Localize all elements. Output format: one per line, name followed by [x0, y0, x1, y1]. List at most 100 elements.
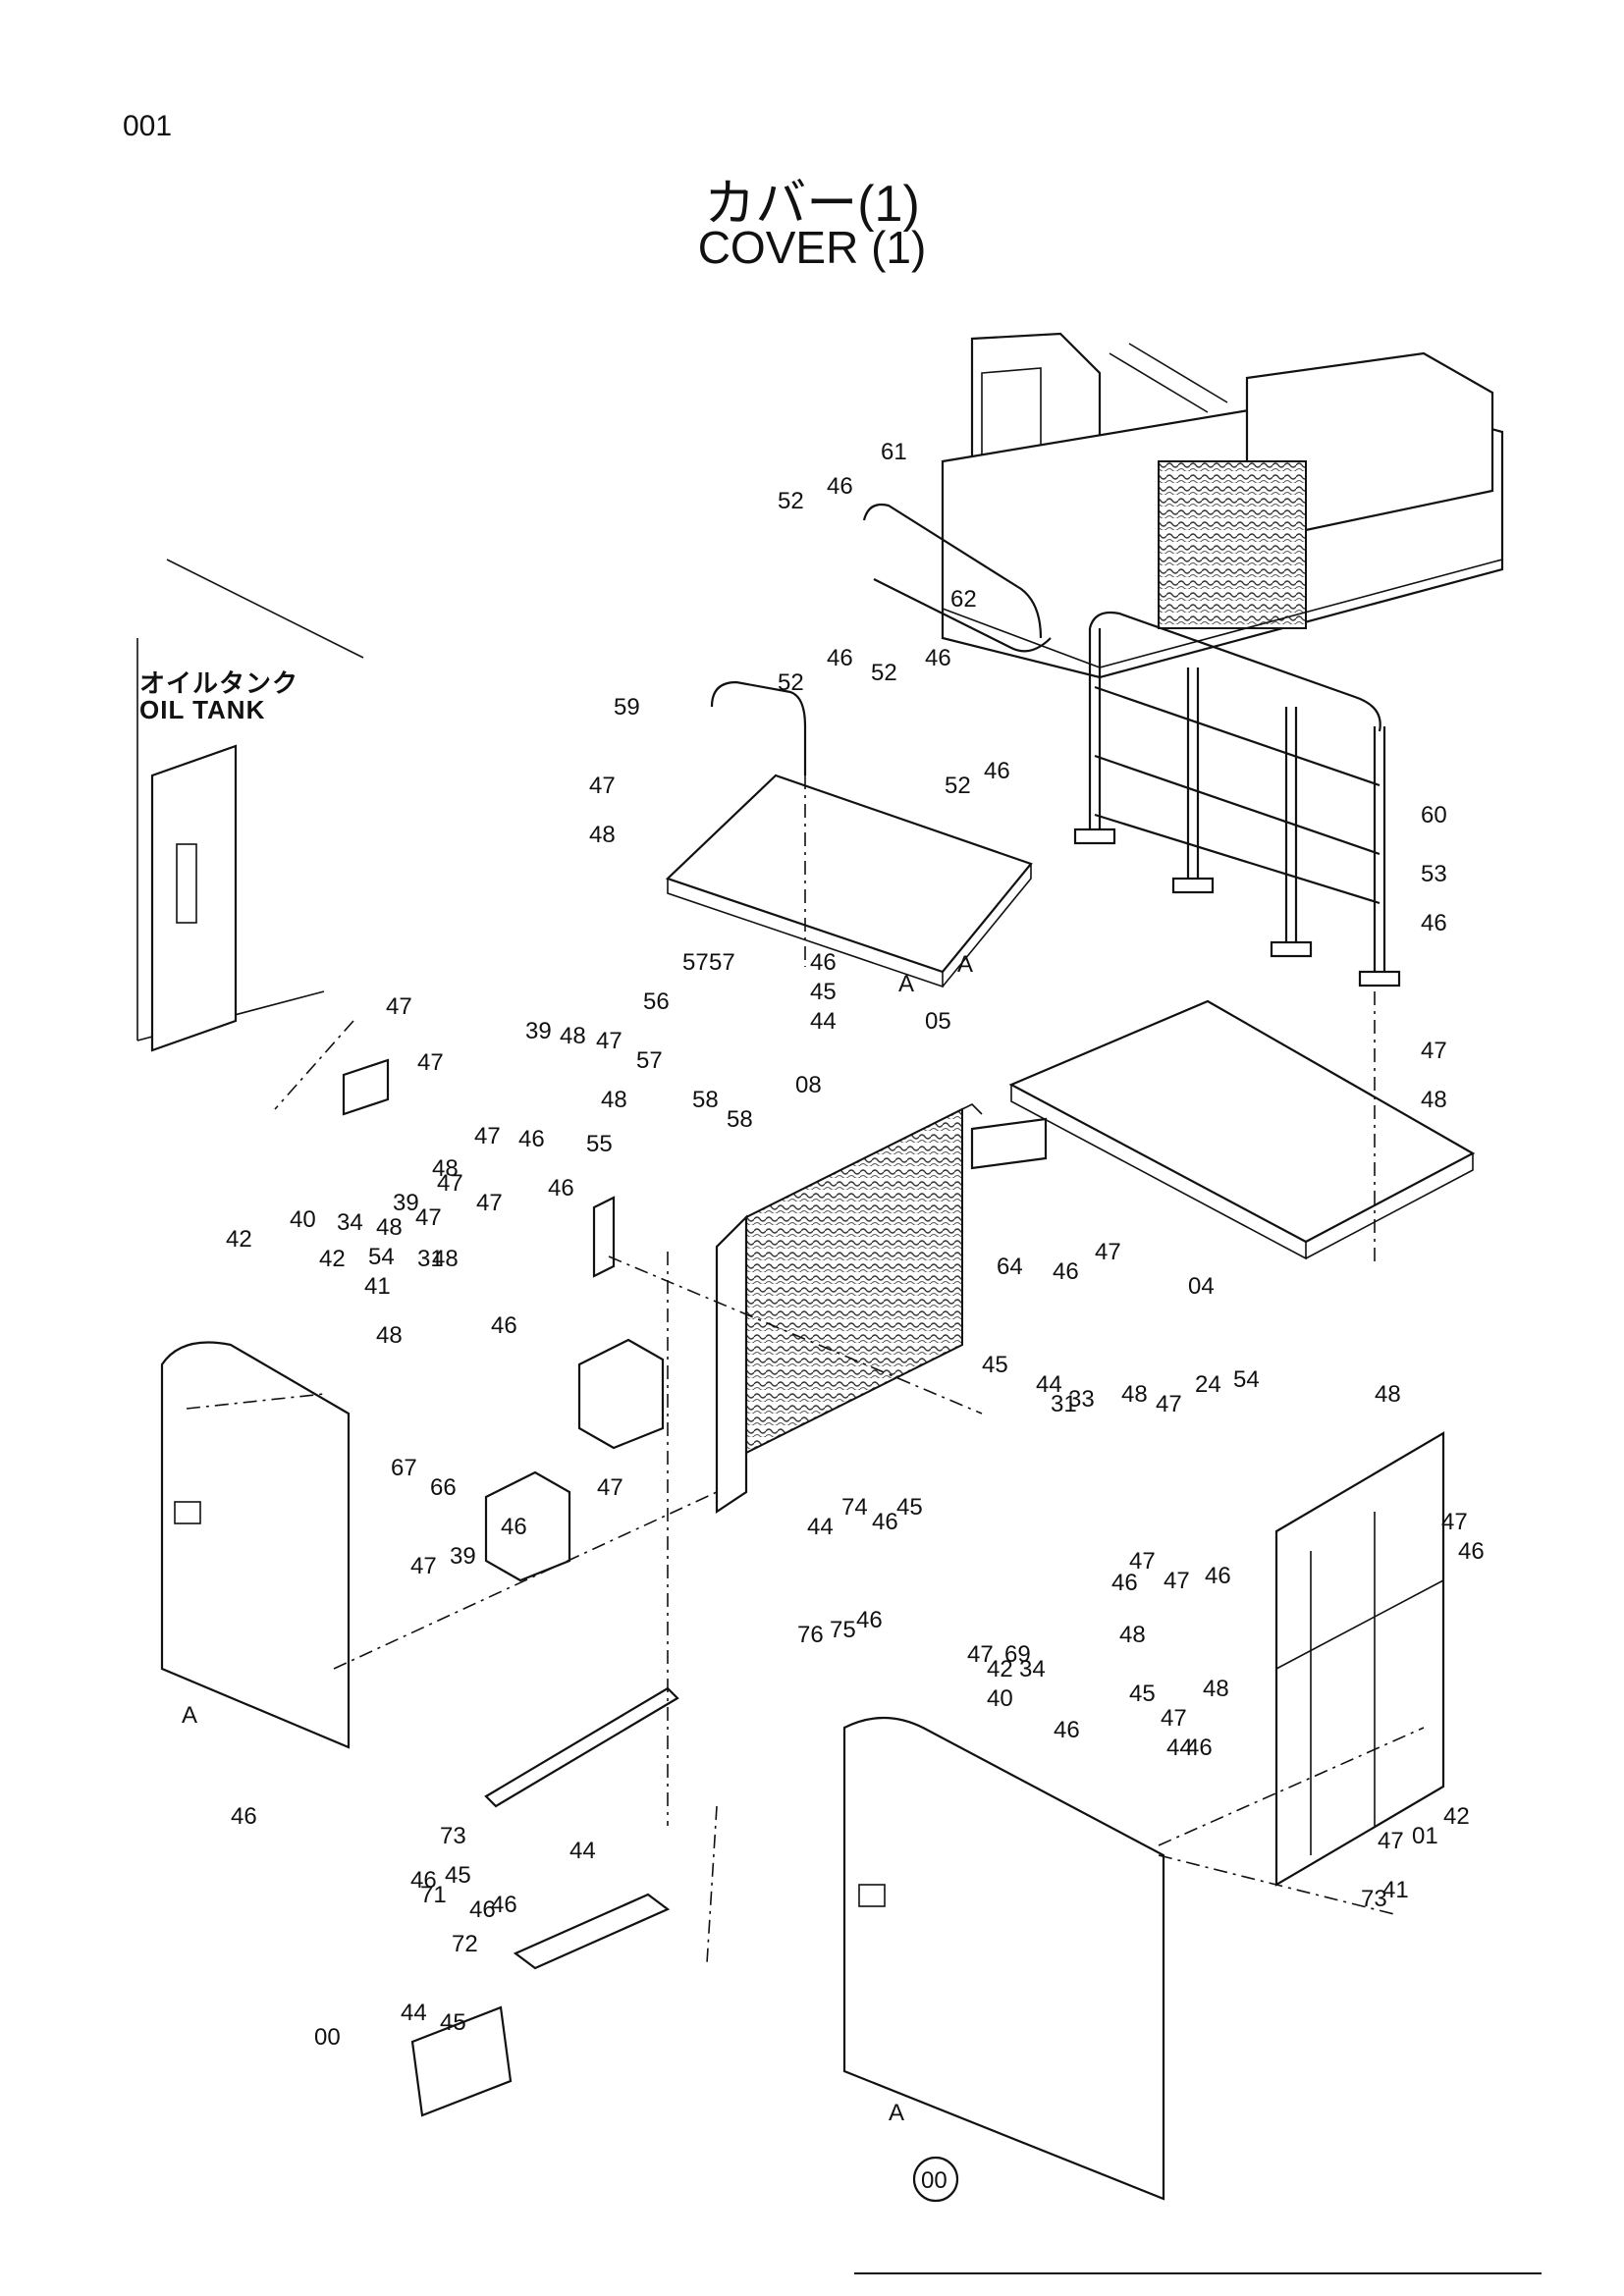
plate-05: [665, 774, 1033, 988]
excavator-illustration: [941, 332, 1504, 679]
part-callout: 44: [401, 2000, 427, 2026]
part-callout: 47: [1421, 1038, 1447, 1064]
part-callout: 52: [778, 669, 804, 696]
section-marker-a: A: [957, 951, 973, 978]
part-callout: 46: [1458, 1538, 1485, 1565]
part-callout: 58: [692, 1087, 719, 1113]
part-callout: 46: [827, 473, 853, 500]
part-callout: 31: [1051, 1391, 1077, 1417]
plate-04: [1008, 999, 1476, 1260]
part-callout: 46: [501, 1514, 527, 1540]
part-callout: 44: [1166, 1735, 1193, 1761]
page-title-japanese: カバー(1): [704, 176, 920, 233]
part-callout: 47: [437, 1170, 463, 1197]
part-callout: 48: [1119, 1622, 1146, 1648]
part-callout: 46: [856, 1607, 883, 1633]
part-callout: 58: [727, 1106, 753, 1133]
part-callout: 31: [417, 1246, 444, 1272]
section-marker-a: A: [898, 971, 914, 997]
part-callout: 72: [452, 1931, 478, 1957]
page-title-english: COVER (1): [697, 222, 927, 273]
part-callout: 39: [450, 1543, 476, 1570]
part-callout: 75: [830, 1617, 856, 1643]
part-callout: 71: [420, 1882, 447, 1908]
part-callout: 46: [1421, 910, 1447, 936]
part-callout: 48: [589, 822, 616, 848]
part-callout: 34: [1019, 1656, 1046, 1682]
part-callout: 57: [709, 949, 735, 976]
section-markers: A A A A 00: [182, 951, 973, 2203]
part-callout: 52: [945, 773, 971, 799]
part-callout: 47: [1095, 1239, 1121, 1265]
part-callout: 48: [1421, 1087, 1447, 1113]
part-callout: 48: [432, 1246, 459, 1272]
part-callout: 39: [393, 1190, 419, 1216]
part-callout: 42: [987, 1656, 1013, 1682]
part-callout: 48: [601, 1087, 627, 1113]
cover-01: [160, 1341, 351, 1749]
part-callout: 48: [376, 1214, 403, 1241]
part-callout: 74: [841, 1494, 868, 1521]
part-callout: 57: [636, 1047, 663, 1074]
part-callout: 33: [1068, 1386, 1095, 1413]
part-callout: 46: [231, 1803, 257, 1830]
part-callout: 47: [417, 1049, 444, 1076]
part-callout: 52: [778, 488, 804, 514]
stay-24: [1274, 1431, 1445, 1887]
part-callout: 47: [1156, 1391, 1182, 1417]
part-callout: 47: [967, 1641, 994, 1668]
part-callout: 45: [896, 1494, 923, 1521]
section-marker-a: A: [182, 1702, 197, 1729]
part-callout: 57: [682, 949, 709, 976]
part-callout: 44: [1036, 1371, 1062, 1398]
radiator-core-08: [715, 1103, 983, 1515]
part-callout: 73: [440, 1823, 466, 1849]
bottom-rule: [854, 2272, 1542, 2274]
part-callout: 61: [881, 439, 907, 465]
pipes: [710, 503, 1052, 775]
part-callout: 56: [643, 988, 670, 1015]
part-callout: 73: [1361, 1886, 1387, 1912]
part-callout: 47: [1161, 1705, 1187, 1732]
part-callout: 24: [1195, 1371, 1221, 1398]
part-callout: 01: [1412, 1823, 1438, 1849]
guard-rail: [1073, 611, 1401, 988]
part-callout: 47: [1378, 1828, 1404, 1854]
part-callout: 54: [368, 1244, 395, 1270]
oil-tank-label-jp: オイルタンク: [139, 668, 299, 698]
part-callout: 44: [569, 1838, 596, 1864]
part-callout: 48: [432, 1155, 459, 1182]
part-callout: 44: [810, 1008, 837, 1035]
part-callout: 45: [440, 2009, 466, 2036]
part-callout: 42: [319, 1246, 346, 1272]
part-callout: 59: [614, 694, 640, 721]
part-callout: 47: [1164, 1568, 1190, 1594]
part-callout: 48: [376, 1322, 403, 1349]
part-callout: 04: [1188, 1273, 1215, 1300]
part-callout: 46: [1111, 1570, 1138, 1596]
part-callouts: 6152465246625246524659474860534647480557…: [226, 439, 1485, 2051]
part-callout: 44: [807, 1514, 834, 1540]
small-parts: [342, 1058, 1048, 2117]
part-callout: 48: [1203, 1676, 1229, 1702]
part-callout: 47: [1441, 1509, 1468, 1535]
part-callout: 47: [596, 1028, 623, 1054]
part-callout: 46: [1186, 1735, 1213, 1761]
leader-lines: [186, 775, 1425, 1964]
part-callout: 66: [430, 1474, 457, 1501]
section-marker-a: A: [889, 2100, 904, 2126]
part-callout: 46: [548, 1175, 574, 1201]
part-callout: 08: [795, 1072, 822, 1098]
part-callout: 62: [950, 586, 977, 613]
part-callout: 45: [810, 979, 837, 1005]
part-callout: 45: [445, 1862, 471, 1889]
part-callout: 34: [337, 1209, 363, 1236]
part-callout: 41: [364, 1273, 391, 1300]
part-callout: 60: [1421, 802, 1447, 828]
part-callout: 46: [1053, 1258, 1079, 1285]
part-callout: 46: [925, 645, 951, 671]
part-callout: 46: [518, 1126, 545, 1152]
part-callout: 48: [1375, 1381, 1401, 1408]
part-callout: 76: [797, 1622, 824, 1648]
